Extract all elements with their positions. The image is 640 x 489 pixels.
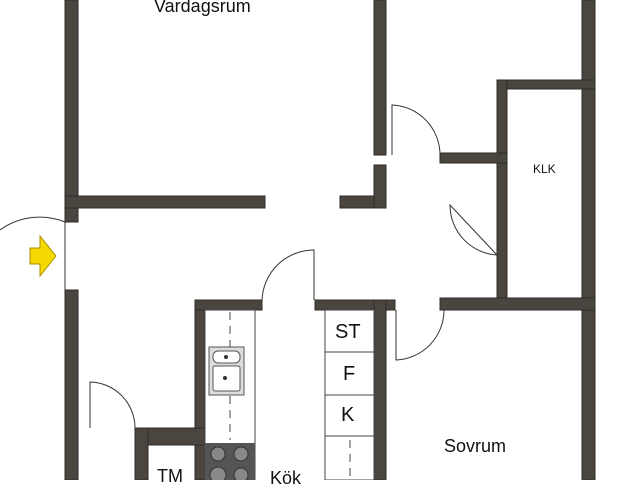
entry-door (0, 216, 66, 290)
door-kitchen (261, 249, 315, 301)
room-label-kitchen: Kök (270, 468, 302, 488)
room-label-bedroom: Sovrum (444, 436, 507, 456)
door-swings (0, 104, 498, 429)
sink-icon (208, 346, 245, 396)
stove-icon (205, 443, 255, 480)
unit-label-fridge: F (343, 363, 356, 385)
unit-label-stove: ST (335, 321, 361, 343)
room-label-laundry: TM (157, 466, 183, 486)
room-label-closet: KLK (533, 162, 556, 176)
door-bedroom (395, 309, 445, 361)
door-closet (449, 203, 498, 256)
walls (64, 0, 596, 480)
unit-label-cooler: K (341, 404, 355, 426)
entry-arrow-icon (29, 234, 57, 278)
door-hall-1 (391, 104, 441, 156)
door-laundry (89, 381, 136, 429)
room-label-living: Vardagsrum (154, 0, 251, 16)
